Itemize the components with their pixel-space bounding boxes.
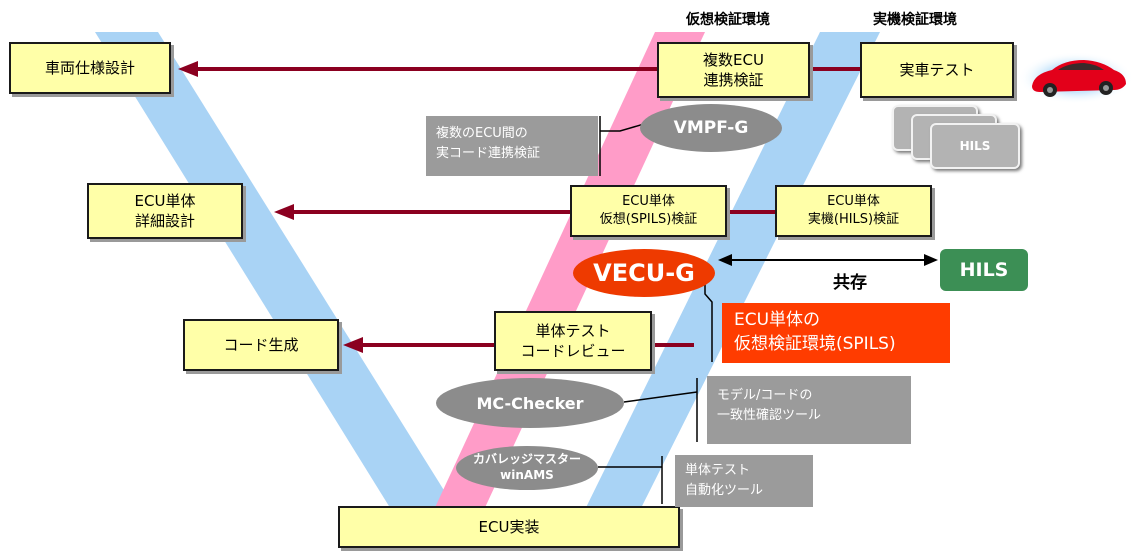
v-left-band: [95, 32, 475, 540]
ecu-spils-verification-box: ECU単体 仮想(SPILS)検証: [570, 185, 727, 237]
hils-green-badge: HILS: [940, 249, 1028, 291]
code-generation-box: コード生成: [183, 319, 339, 371]
hils-stack-label: HILS: [959, 139, 991, 153]
unit-test-code-review-box: 単体テスト コードレビュー: [494, 311, 652, 371]
ecu-detail-design-box: ECU単体 詳細設計: [87, 183, 243, 239]
multi-ecu-code-note: 複数のECU間の 実コード連携検証: [426, 116, 598, 176]
vehicle-spec-design-box: 車両仕様設計: [9, 42, 171, 94]
ecu-implementation-box: ECU実装: [338, 506, 680, 548]
vehicle-test-box: 実車テスト: [860, 42, 1014, 98]
vmpf-g-tool: VMPF-G: [640, 104, 782, 152]
real-env-header: 実機検証環境: [873, 12, 957, 28]
unit-test-automation-note: 単体テスト 自動化ツール: [675, 455, 813, 507]
model-code-consistency-note: モデル/コードの 一致性確認ツール: [707, 376, 911, 444]
red-sports-car-icon: [1018, 52, 1134, 104]
ecu-hils-verification-box: ECU単体 実機(HILS)検証: [775, 185, 932, 237]
mc-checker-tool: MC-Checker: [436, 378, 624, 428]
coexist-label: 共存: [833, 273, 867, 293]
hils-card-front: HILS: [930, 123, 1020, 169]
virtual-env-header: 仮想検証環境: [686, 12, 770, 28]
winams-tool: カバレッジマスター winAMS: [456, 446, 598, 490]
vecu-g-tool: VECU-G: [573, 249, 715, 297]
spils-env-note: ECU単体の 仮想検証環境(SPILS): [722, 303, 950, 363]
multi-ecu-verification-box: 複数ECU 連携検証: [657, 42, 810, 98]
v-right-band: [570, 32, 880, 540]
